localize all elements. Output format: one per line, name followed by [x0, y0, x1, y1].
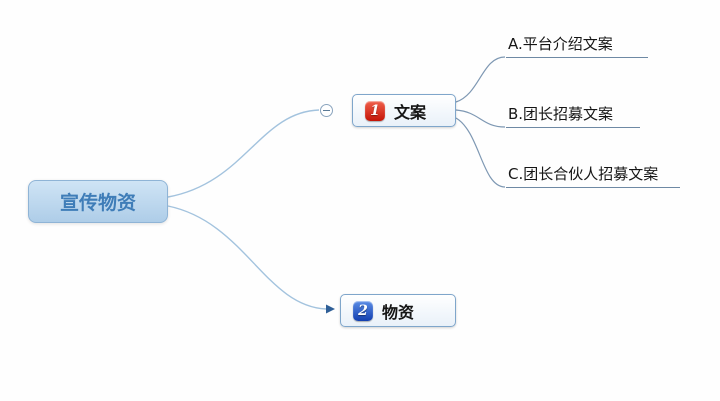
badge-1-icon: 1: [365, 100, 385, 121]
branch-topic-wenan-label: 文案: [394, 102, 427, 122]
subtopic-leader-partner-recruit[interactable]: C.团长合伙人招募文案: [506, 165, 680, 188]
badge-2-icon: 2: [353, 300, 373, 321]
connector-wenan-to-sub-a: [455, 56, 506, 103]
branch-topic-wuzi[interactable]: 2 物资: [340, 294, 456, 327]
connector-wenan-to-sub-c: [455, 117, 506, 188]
branch-topic-wenan[interactable]: 1 文案: [352, 94, 456, 127]
root-topic[interactable]: 宣传物资: [28, 180, 168, 223]
subtopic-platform-intro[interactable]: A.平台介绍文案: [506, 35, 648, 58]
connector-wenan-to-sub-b: [455, 109, 506, 128]
arrow-icon: [326, 304, 335, 314]
connector-root-to-wenan: [167, 109, 320, 198]
collapse-minus-icon[interactable]: [320, 104, 333, 117]
minus-bar: [323, 110, 330, 111]
branch-topic-wuzi-label: 物资: [382, 302, 415, 322]
root-topic-label: 宣传物资: [59, 192, 136, 214]
subtopic-leader-recruit[interactable]: B.团长招募文案: [506, 105, 640, 128]
connector-root-to-wuzi: [167, 205, 327, 310]
